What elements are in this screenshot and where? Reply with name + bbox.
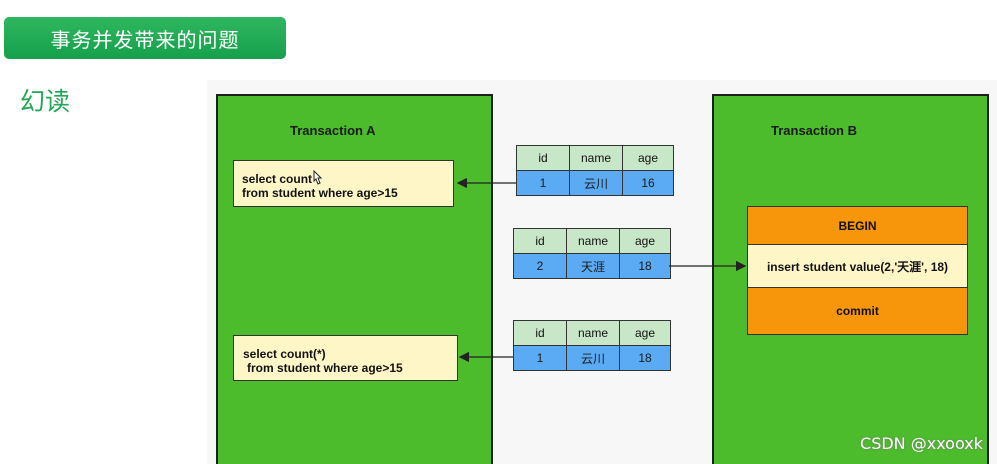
table-cell: 1	[513, 345, 567, 371]
watermark: CSDN @xxooxk	[860, 434, 983, 453]
table-header-cell: id	[513, 228, 567, 254]
transaction-a-title: Transaction A	[290, 123, 376, 138]
table-cell: 云川	[566, 345, 620, 371]
table-cell: 云川	[569, 170, 623, 196]
insert-step: insert student value(2,'天涯', 18)	[747, 245, 968, 288]
table-header-cell: id	[516, 145, 570, 171]
table-header-cell: name	[566, 320, 620, 346]
table-cell: 1	[516, 170, 570, 196]
section-label: 幻读	[20, 87, 71, 116]
commit-step: commit	[747, 288, 968, 335]
query-line: from student where age>15	[242, 186, 398, 200]
data-table-second: id name age 2 天涯 18	[513, 228, 671, 279]
table-header-cell: age	[619, 228, 671, 254]
query-line: select count	[242, 172, 313, 186]
data-table-third: id name age 1 云川 18	[513, 320, 671, 371]
table-cell: 18	[619, 345, 671, 371]
query-line: from student where age>15	[247, 361, 403, 375]
table-header-cell: id	[513, 320, 567, 346]
table-cell: 16	[622, 170, 674, 196]
table-cell: 18	[619, 253, 671, 279]
page-title-bar: 事务并发带来的问题	[4, 17, 286, 59]
table-header-cell: age	[622, 145, 674, 171]
data-table-first: id name age 1 云川 16	[516, 145, 674, 196]
query-line: select count(*)	[243, 347, 326, 361]
begin-step: BEGIN	[747, 206, 968, 245]
transaction-b-title: Transaction B	[771, 123, 857, 138]
query-box-first: select count from student where age>15	[233, 160, 454, 207]
query-box-second: select count(*) from student where age>1…	[233, 335, 458, 381]
table-header-cell: name	[566, 228, 620, 254]
table-header-cell: age	[619, 320, 671, 346]
table-cell: 天涯	[566, 253, 620, 279]
table-cell: 2	[513, 253, 567, 279]
hand-cursor-icon	[311, 169, 325, 190]
page-title: 事务并发带来的问题	[50, 27, 240, 52]
table-header-cell: name	[569, 145, 623, 171]
transaction-a-column	[216, 94, 493, 464]
